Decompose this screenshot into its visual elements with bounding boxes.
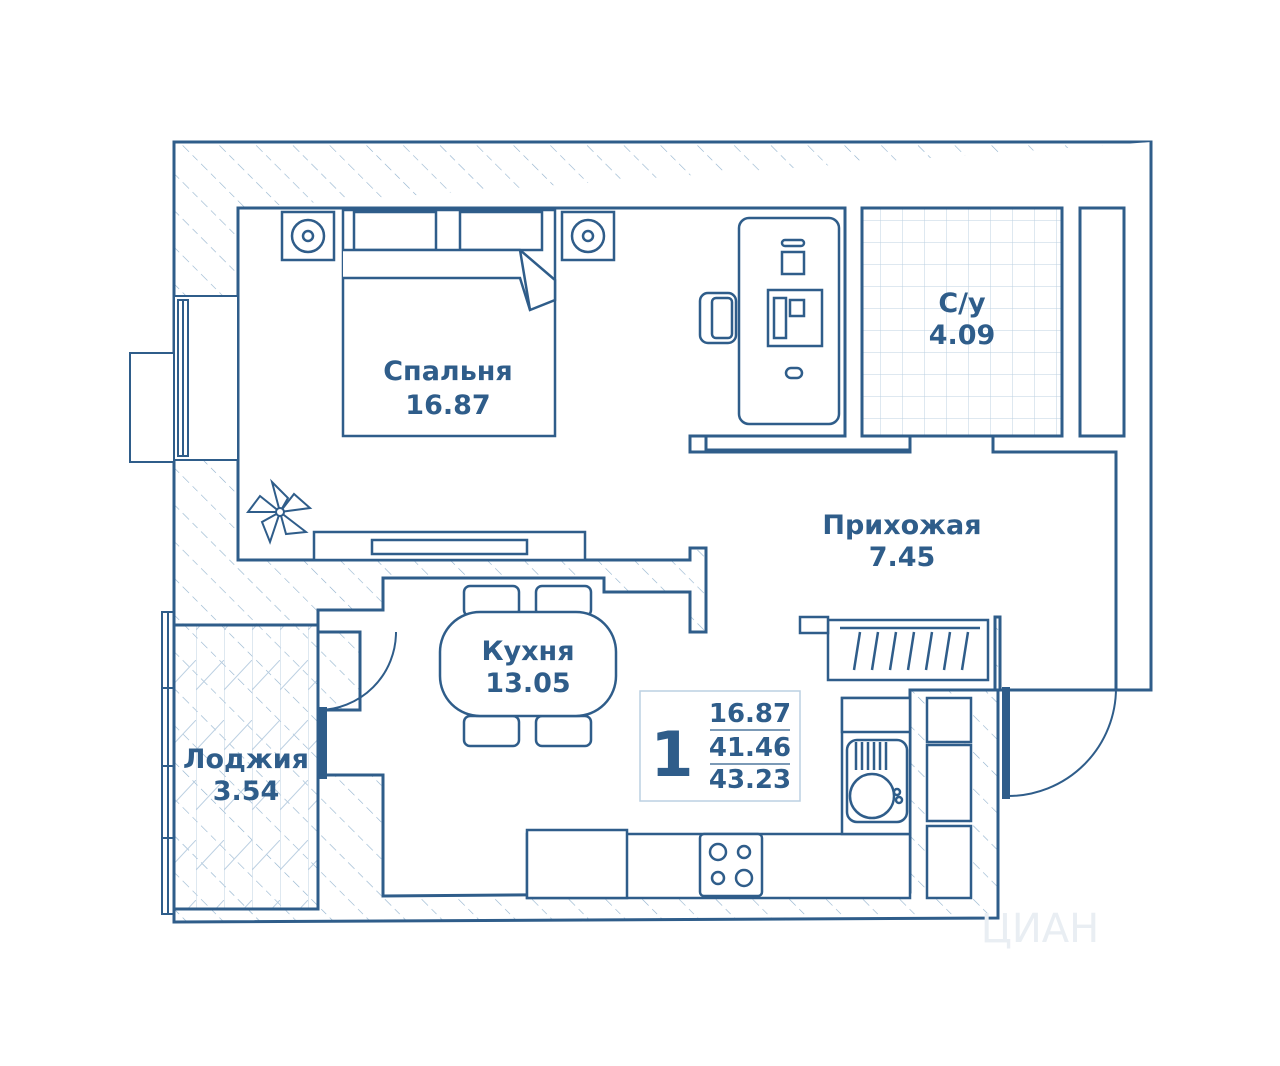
loggia-door [317,631,397,711]
hallway-area: 7.45 [869,542,936,573]
loggia-area: 3.54 [213,776,280,807]
dining-table [438,610,618,718]
total-area: 41.46 [709,733,791,763]
bedroom-name: Спальня [383,356,513,387]
bedroom-area: 16.87 [405,390,490,421]
bathroom-name: С/у [938,288,986,319]
chair-bottom-left [462,714,521,748]
entrance-door [1007,687,1117,797]
kitchen-area: 13.05 [485,668,570,699]
kitchen-name: Кухня [481,636,574,667]
summary-box: 1 16.87 41.46 43.23 [639,690,801,802]
bathroom-area: 4.09 [929,320,996,351]
bathroom-floor [860,206,1064,438]
stove [698,832,764,898]
watermark: ЦИАН [981,906,1099,952]
loggia-name: Лоджия [183,744,309,775]
chair-bottom-right [534,714,593,748]
plant-icon [246,478,313,545]
rooms-count: 1 [650,718,693,791]
total-with-loggia: 43.23 [709,765,791,795]
living-area: 16.87 [709,699,791,729]
hallway-name: Прихожая [822,510,981,541]
shaft [1078,206,1126,438]
fridge [525,828,629,900]
bedroom-window [129,295,239,463]
